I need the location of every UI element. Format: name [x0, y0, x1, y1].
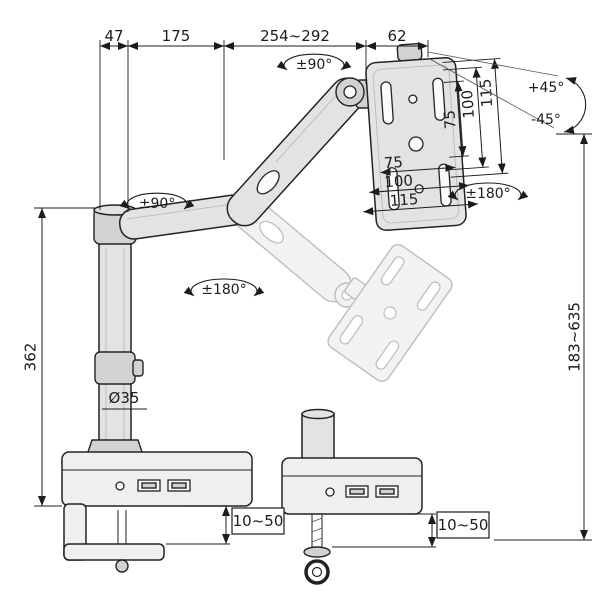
vesa-center-hole — [408, 136, 424, 152]
dim-vesa-v-100: 100 — [458, 89, 478, 119]
usb-tongue — [141, 482, 157, 489]
dim-clamp-range-left: 10~50 — [166, 505, 285, 545]
label-vesa-rotation: ±180° — [465, 186, 510, 202]
vesa-slot — [432, 77, 446, 121]
dim-vesa-v-115: 115 — [476, 78, 496, 108]
dim-top-chain: 47 175 254~292 62 — [99, 27, 429, 212]
vesa-slot — [380, 81, 394, 125]
grommet-pole-stub — [301, 413, 335, 461]
wrist-pin — [343, 85, 357, 99]
ghost-vesa-plate — [327, 244, 453, 382]
dim-vesa-group: 75 100 115 75 100 115 — [363, 57, 509, 216]
label-tilt-up: +45° — [528, 80, 565, 96]
desk-clamp-base — [61, 451, 253, 573]
tilt-annotation: +45° -45° — [427, 51, 587, 134]
dim-top-62: 62 — [387, 27, 406, 45]
collar-clip — [132, 359, 144, 377]
label-arm-rotation: ±180° — [201, 282, 246, 298]
dim-vesa-h-75: 75 — [383, 153, 403, 172]
label-head-swivel: ±90° — [296, 57, 333, 73]
height-collar — [94, 351, 136, 385]
clamp-lower-arm — [63, 543, 165, 561]
clamp-knob — [115, 559, 129, 573]
power-button — [325, 487, 335, 497]
rotation-vesa-rotation: ±180° — [447, 182, 529, 202]
rotation-arm-rotation: ±180° — [183, 278, 265, 298]
grommet-base — [281, 408, 423, 585]
dim-clamp-range-right: 10~50 — [332, 511, 490, 548]
pole — [86, 204, 144, 456]
dim-d35: Ø35 — [109, 389, 140, 407]
dim-top-47: 47 — [104, 27, 123, 45]
arm-cable-hole — [256, 170, 280, 195]
rotation-arm-swivel: ±90° — [119, 192, 195, 212]
label-box — [231, 507, 285, 535]
dim-top-175: 175 — [162, 27, 191, 45]
dim-pole-height: 362 — [22, 207, 96, 507]
usb-tongue — [379, 488, 395, 495]
dim-height-range: 183~635 — [494, 133, 592, 541]
grommet-ring-handle — [304, 559, 330, 585]
label-tilt-down: -45° — [531, 112, 561, 128]
gas-spring-arm — [226, 77, 365, 227]
dim-10-50-left: 10~50 — [233, 512, 284, 530]
dim-vesa-h-100: 100 — [384, 171, 414, 191]
dim-vesa-h-115: 115 — [389, 190, 419, 210]
label-arm-swivel: ±90° — [139, 196, 176, 212]
dim-top-254-292: 254~292 — [260, 27, 330, 45]
power-button — [115, 481, 125, 491]
grommet-nut — [303, 546, 331, 558]
dim-10-50-right: 10~50 — [438, 516, 489, 534]
label-box — [436, 511, 490, 539]
dim-183-635: 183~635 — [566, 302, 584, 372]
usb-tongue — [171, 482, 187, 489]
rotation-head-swivel: ±90° — [276, 53, 352, 73]
dim-362: 362 — [22, 343, 40, 372]
vesa-hole — [408, 94, 418, 104]
dim-pole-diameter: Ø35 — [102, 389, 147, 410]
usb-tongue — [349, 488, 365, 495]
vesa-slot — [438, 163, 452, 207]
ghost-arm-hole — [259, 220, 284, 244]
dim-vesa-v-75: 75 — [440, 109, 459, 129]
